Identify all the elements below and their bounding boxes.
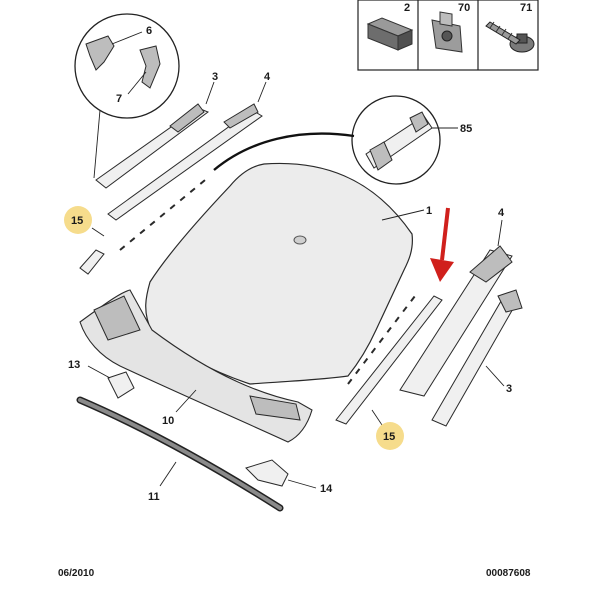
- callout-7: 7: [116, 93, 122, 105]
- highlight-15-right: [376, 422, 404, 450]
- windscreen-glass: [145, 162, 413, 385]
- lower-seal-strip: [76, 396, 284, 512]
- bracket-13: [107, 371, 135, 399]
- highlight-15-left: [64, 206, 92, 234]
- callout-6: 6: [146, 25, 152, 37]
- callout-2: 2: [404, 2, 410, 14]
- detail-circle-clips: 6 7: [74, 13, 180, 179]
- bracket-14: [245, 459, 289, 487]
- footer-date: 06/2010: [58, 568, 95, 579]
- callout-3-top: 3: [212, 71, 218, 83]
- callout-4-right: 4: [498, 207, 505, 219]
- callout-13: 13: [68, 359, 80, 371]
- callout-1: 1: [426, 205, 432, 217]
- callout-14: 14: [320, 483, 333, 495]
- footer-reference: 00087608: [486, 568, 531, 579]
- callout-11: 11: [148, 491, 160, 503]
- connector-arc: [213, 132, 355, 171]
- left-pillar-trims: [95, 103, 263, 221]
- fastener-parts-box: 2 70 71: [357, 0, 539, 71]
- callout-4-top: 4: [264, 71, 271, 83]
- detail-circle-bracket: 85: [351, 95, 472, 185]
- right-pillar-trims: [399, 245, 523, 427]
- right-moulding: [335, 295, 443, 425]
- callout-3-right: 3: [506, 383, 512, 395]
- callout-15-right: 15: [383, 431, 395, 443]
- callout-85: 85: [460, 123, 472, 135]
- right-seal-dashes: [347, 291, 419, 385]
- callout-70: 70: [458, 2, 470, 14]
- cowl-panel: [79, 289, 313, 443]
- callout-10: 10: [162, 415, 174, 427]
- red-arrow-indicator: [430, 207, 454, 282]
- screw-icon: [485, 21, 535, 53]
- callout-15-left: 15: [71, 215, 83, 227]
- left-seal-end: [79, 249, 105, 275]
- clip-nut-icon: [431, 11, 463, 53]
- block-icon: [366, 17, 414, 51]
- callout-71: 71: [520, 2, 532, 14]
